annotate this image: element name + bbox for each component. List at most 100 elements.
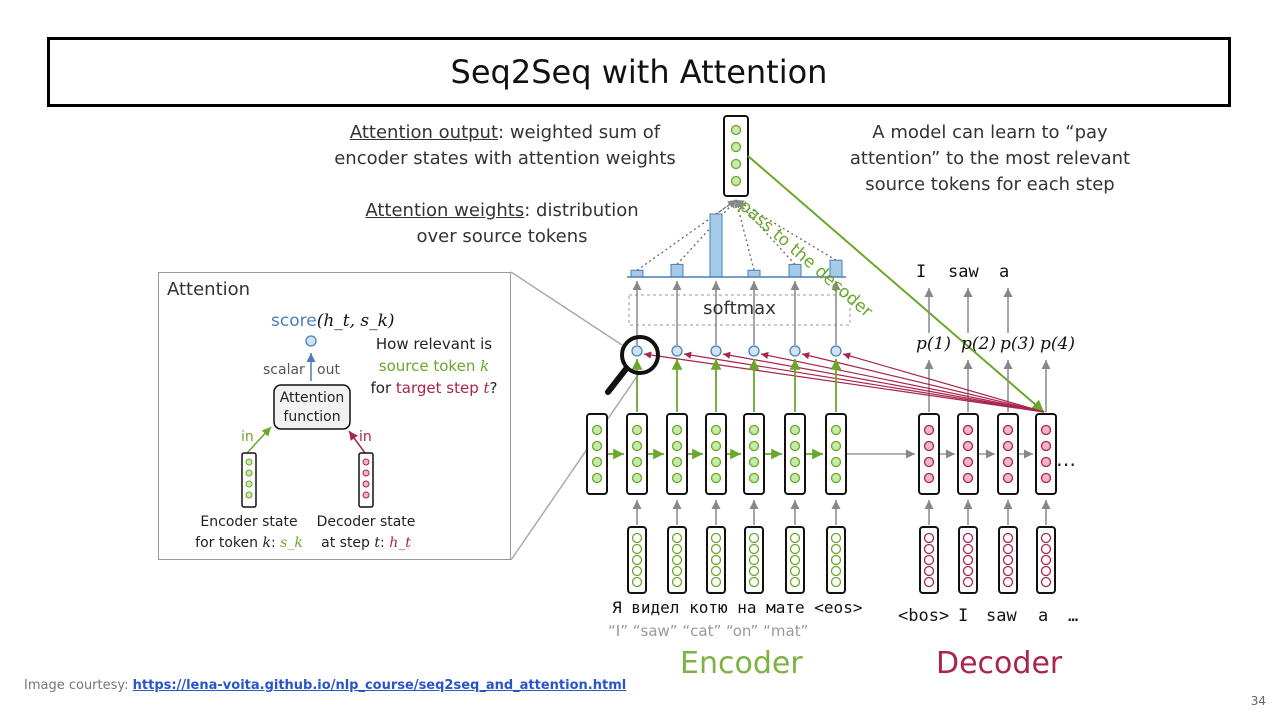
encoder-embedding-cell [631,543,643,555]
decoder-query-arrow [643,351,1045,413]
output-token-2: saw [948,262,979,282]
decoder-label: Decoder [936,646,1063,681]
encoder-embedding-cell [830,576,842,588]
decoder-hidden-state-cell [1002,472,1014,484]
encoder-embedding-cell [748,576,760,588]
decoder-embedding-cell [923,576,935,588]
attention-weights-note: Attention weights: distribution over sou… [365,200,639,247]
decoder-hidden-state-cell [1040,472,1052,484]
decoder-embedding-cell [923,532,935,544]
encoder-hidden-state-cell [591,424,603,436]
encoder-embedding-cell [710,554,722,566]
encoder-embedding-cell [631,554,643,566]
encoder-embedding-cell [789,576,801,588]
pass-to-decoder-arrow [747,155,1045,413]
encoder-hidden-state [743,413,765,495]
decoder-embedding-cell [1040,576,1052,588]
encoder-hidden-state-cell [671,424,683,436]
attention-weight-bar [747,269,761,278]
weighted-sum-line [715,199,737,215]
attention-zoom-panel: Attention score(h_t, s_k) scalar out Att… [158,272,511,560]
encoder-embedding-cell [631,576,643,588]
encoder-state-vector [241,452,257,508]
encoder-hidden-state-cell [748,456,760,468]
encoder-hidden-state-cell [710,424,722,436]
decoder-query-arrow [760,351,1045,413]
encoder-embedding-cell [671,576,683,588]
slide-title-text: Seq2Seq with Attention [450,53,828,91]
image-courtesy: Image courtesy: https://lena-voita.githu… [24,678,627,693]
decoder-embedding-cell [1002,543,1014,555]
zoom-line-top [510,271,623,346]
source-gloss: “I” “saw” “cat” “on” “mat” [608,622,809,640]
decoder-embedding-cell [923,554,935,566]
attention-score-node [748,345,760,357]
encoder-hidden-state-cell [830,456,842,468]
encoder-embedding-cell [710,576,722,588]
slide-title: Seq2Seq with Attention [47,37,1231,107]
decoder-hidden-state-cell [962,440,974,452]
encoder-hidden-state-cell [830,424,842,436]
zoom-line-bottom [510,371,641,561]
decoder-query-arrow [722,351,1045,413]
encoder-hidden-state-cell [671,440,683,452]
decoder-hidden-state-cell [923,472,935,484]
weighted-sum-line [636,199,737,271]
prob-label-1: p(1) [916,334,951,354]
attention-score-node [710,345,722,357]
decoder-embedding-cell [1002,565,1014,577]
attention-weights-term: Attention weights [365,200,525,221]
decoder-hidden-state-cell [1002,456,1014,468]
decoder-hidden-state-cell [1040,440,1052,452]
encoder-hidden-state-cell [591,456,603,468]
decoder-embedding-cell [1040,565,1052,577]
decoder-hidden-state-cell [1040,456,1052,468]
model-note: A model can learn to “pay attention” to … [849,122,1131,195]
encoder-embedding-cell [748,565,760,577]
courtesy-link[interactable]: https://lena-voita.github.io/nlp_course/… [132,678,627,693]
encoder-label: Encoder [680,646,803,681]
encoder-hidden-state [825,413,847,495]
encoder-embedding-cell [671,532,683,544]
attention-score-node [830,345,842,357]
decoder-state-vector [358,452,374,508]
decoder-embedding-cell [1040,554,1052,566]
encoder-hidden-state [705,413,727,495]
encoder-embedding-cell [710,532,722,544]
encoder-hidden-state-cell [710,440,722,452]
encoder-hidden-state-cell [591,440,603,452]
prob-label-3: p(3) [1000,334,1035,354]
encoder-hidden-state [626,413,648,495]
encoder-hidden-state-cell [671,456,683,468]
encoder-embedding-cell [631,532,643,544]
encoder-in-arrow [246,426,272,454]
decoder-hidden-state-cell [923,424,935,436]
attention-weight-bar [709,213,723,278]
encoder-hidden-state-cell [631,456,643,468]
decoder-hidden-state-cell [1040,424,1052,436]
encoder-hidden-state-cell [631,472,643,484]
attention-score-node [631,345,643,357]
encoder-embedding-cell [671,565,683,577]
decoder-embedding-cell [962,543,974,555]
encoder-embedding-cell [789,565,801,577]
out-label: out [317,362,340,378]
target-input-2: I [958,606,969,626]
encoder-embedding-cell [710,565,722,577]
decoder-hidden-state-cell [923,440,935,452]
weighted-sum-line [676,199,737,265]
softmax-box [628,294,851,326]
decoder-embedding-cell [1002,532,1014,544]
encoder-hidden-state-cell [830,472,842,484]
in-label-right: in [359,429,372,445]
encoder-embedding-cell [830,554,842,566]
encoder-embedding-cell [748,543,760,555]
encoder-hidden-state-cell [710,472,722,484]
decoder-query-arrow [842,352,1045,413]
decoder-state-caption: Decoder state at step t: h_t [316,514,416,551]
target-input-4: a [1038,606,1049,626]
encoder-embedding-cell [789,543,801,555]
decoder-hidden-state [997,413,1019,495]
attention-weight-bar [630,269,644,278]
in-label-left: in [241,429,254,445]
